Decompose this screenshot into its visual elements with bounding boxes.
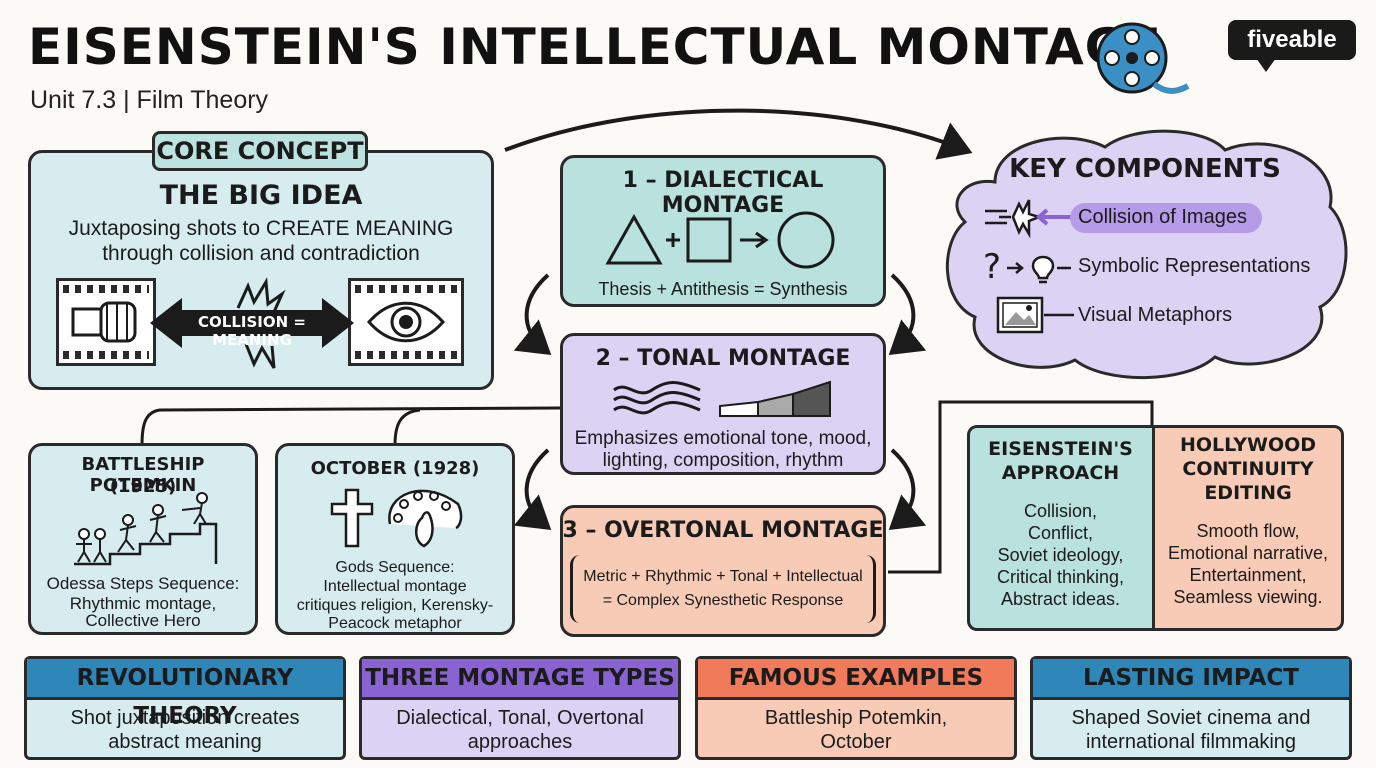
triangle-icon — [605, 213, 663, 265]
famous-examples-line1: Battleship Potemkin, — [764, 707, 948, 729]
collision-icon — [985, 199, 1071, 238]
revolutionary-theory-line1: Shot juxtaposition creates — [70, 707, 300, 729]
eye-icon — [367, 301, 445, 343]
fiveable-logo: fiveable — [1228, 20, 1356, 72]
potemkin-title: BATTLESHIP POTEMKIN — [81, 454, 205, 496]
hollywood-item-3: Entertainment, — [1189, 565, 1307, 585]
lasting-impact-line2: international filmmaking — [1085, 731, 1297, 753]
key-components-title: KEY COMPONENTS — [1009, 154, 1281, 184]
page-title: EISENSTEIN'S INTELLECTUAL MONTAGE — [28, 18, 1162, 76]
peacock-icon — [388, 489, 463, 548]
eisenstein-item-5: Abstract ideas. — [1000, 589, 1121, 609]
question-icon: ? — [983, 247, 1071, 286]
famous-examples-card: FAMOUS EXAMPLES Battleship Potemkin, Oct… — [695, 656, 1017, 760]
lasting-impact-card: LASTING IMPACT Shaped Soviet cinema and … — [1030, 656, 1352, 760]
hollywood-title1: HOLLYWOOD — [1179, 434, 1317, 456]
famous-examples-line2: October — [820, 731, 892, 753]
eisenstein-item-4: Critical thinking, — [996, 567, 1125, 587]
collision-label: COLLISION = MEANING — [198, 313, 306, 349]
collision-arrow — [150, 277, 354, 369]
october-title: OCTOBER (1928) — [310, 458, 480, 479]
eisenstein-title2: APPROACH — [1001, 462, 1120, 484]
dialectical-caption: Thesis + Antithesis = Synthesis — [598, 279, 848, 299]
hollywood-item-1: Smooth flow, — [1196, 521, 1300, 541]
fist-icon — [71, 301, 137, 343]
key-item-symbolic: Symbolic Representations — [1078, 255, 1311, 277]
hollywood-item-2: Emotional narrative, — [1167, 543, 1329, 563]
circle-icon — [777, 211, 835, 269]
revolutionary-theory-title: REVOLUTIONARY THEORY — [27, 659, 343, 729]
odessa-steps-icon — [74, 492, 218, 566]
dialectical-title: 1 – DIALECTICAL MONTAGE — [622, 168, 824, 218]
montage-types-line1: Dialectical, Tonal, Overtonal — [396, 707, 644, 729]
big-idea-line2: through collision and contradiction — [102, 242, 420, 265]
key-item-metaphor: Visual Metaphors — [1078, 304, 1233, 326]
square-icon — [686, 217, 732, 263]
overtonal-line1: Metric + Rhythmic + Tonal + Intellectual — [583, 568, 863, 585]
gradient-bar-icon — [719, 380, 831, 417]
overtonal-line2: = Complex Synesthetic Response — [602, 592, 844, 609]
montage-types-card: THREE MONTAGE TYPES Dialectical, Tonal, … — [359, 656, 681, 760]
revolutionary-theory-card: REVOLUTIONARY THEORY Shot juxtaposition … — [24, 656, 346, 760]
hollywood-item-4: Seamless viewing. — [1173, 587, 1323, 607]
eye-film-frame — [348, 278, 464, 366]
october-line3: critiques religion, Kerensky- — [296, 597, 494, 614]
potemkin-year: (1925) — [109, 476, 177, 497]
overtonal-panel — [560, 505, 886, 637]
tonal-line2: lighting, composition, rhythm — [602, 450, 844, 471]
montage-types-line2: approaches — [467, 731, 573, 753]
eisenstein-item-3: Soviet ideology, — [997, 545, 1124, 565]
potemkin-line2: Rhythmic montage, — [69, 594, 217, 613]
hollywood-title2: CONTINUITY — [1182, 458, 1314, 480]
october-line2: Intellectual montage — [323, 578, 467, 595]
potemkin-line1: Odessa Steps Sequence: — [46, 574, 240, 593]
october-line4: Peacock metaphor — [328, 615, 462, 632]
big-idea-line1: Juxtaposing shots to CREATE MEANING — [68, 217, 454, 240]
eisenstein-item-1: Collision, — [1023, 501, 1098, 521]
eisenstein-item-2: Conflict, — [1027, 523, 1094, 543]
hollywood-title3: EDITING — [1204, 482, 1292, 504]
wave-icon — [613, 381, 701, 415]
hollywood-panel — [1152, 425, 1344, 631]
montage-types-title: THREE MONTAGE TYPES — [362, 659, 678, 700]
lightbulb-icon — [1031, 255, 1055, 280]
cross-icon — [330, 488, 374, 548]
lasting-impact-title: LASTING IMPACT — [1033, 659, 1349, 700]
eisenstein-approach-panel — [967, 425, 1154, 631]
overtonal-bracket — [570, 555, 876, 623]
key-item-collision: Collision of Images — [1078, 206, 1247, 228]
potemkin-panel — [28, 443, 258, 635]
october-line1: Gods Sequence: — [335, 559, 455, 576]
tonal-panel — [560, 333, 886, 475]
big-idea-heading: THE BIG IDEA — [159, 180, 363, 211]
overtonal-title: 3 – OVERTONAL MONTAGE — [562, 518, 884, 543]
famous-examples-title: FAMOUS EXAMPLES — [698, 659, 1014, 700]
dialectical-diagram — [605, 211, 835, 269]
eisenstein-title1: EISENSTEIN'S — [988, 438, 1133, 460]
key-item-highlight — [1070, 203, 1262, 233]
potemkin-line3: Collective Hero — [85, 611, 201, 630]
revolutionary-theory-line2: abstract meaning — [108, 731, 262, 753]
lasting-impact-line1: Shaped Soviet cinema and — [1071, 707, 1311, 729]
core-concept-tag: CORE CONCEPT — [152, 131, 368, 171]
tonal-line1: Emphasizes emotional tone, mood, — [574, 428, 872, 449]
film-reel-icon — [1096, 22, 1190, 94]
svg-text:?: ? — [983, 247, 1001, 286]
image-icon — [996, 296, 1074, 334]
tonal-title: 2 – TONAL MONTAGE — [595, 346, 851, 371]
page-subtitle: Unit 7.3 | Film Theory — [30, 86, 269, 114]
fist-film-frame — [56, 278, 156, 366]
october-panel — [275, 443, 515, 635]
